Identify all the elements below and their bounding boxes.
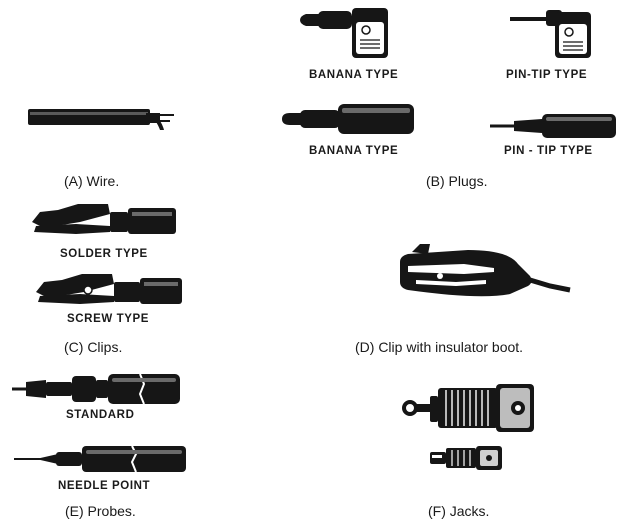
banana-plug-with-tag-illustration — [300, 8, 388, 58]
wire-illustration — [28, 109, 174, 130]
clips-caption: (C) Clips. — [64, 339, 123, 355]
probes-caption: (E) Probes. — [65, 503, 136, 519]
wire-caption: (A) Wire. — [64, 173, 120, 189]
solder-clip-illustration — [32, 204, 176, 234]
clip-screw-label: SCREW TYPE — [67, 313, 150, 325]
needle-point-probe-illustration — [14, 445, 186, 473]
clip-with-boot-illustration — [400, 244, 571, 297]
pin-tip-plug-with-tag-illustration — [510, 10, 591, 58]
standard-probe-illustration — [12, 373, 180, 405]
banana-plug-illustration — [282, 104, 414, 134]
jacks-caption: (F) Jacks. — [428, 503, 490, 519]
plug-bottom-left-label: BANANA TYPE — [309, 145, 399, 157]
plug-top-right-label: PIN-TIP TYPE — [506, 69, 588, 81]
plug-top-left-label: BANANA TYPE — [309, 69, 399, 81]
screw-clip-illustration — [36, 274, 182, 304]
pin-tip-plug-illustration — [490, 114, 616, 138]
probe-needle-label: NEEDLE POINT — [58, 480, 151, 492]
plugs-caption: (B) Plugs. — [426, 173, 488, 189]
plug-bottom-right-label: PIN - TIP TYPE — [504, 145, 593, 157]
clip-boot-caption: (D) Clip with insulator boot. — [355, 339, 524, 355]
jack-illustration — [402, 384, 534, 432]
small-jack-illustration — [430, 446, 502, 470]
clip-solder-label: SOLDER TYPE — [60, 248, 148, 260]
probe-standard-label: STANDARD — [66, 409, 135, 421]
